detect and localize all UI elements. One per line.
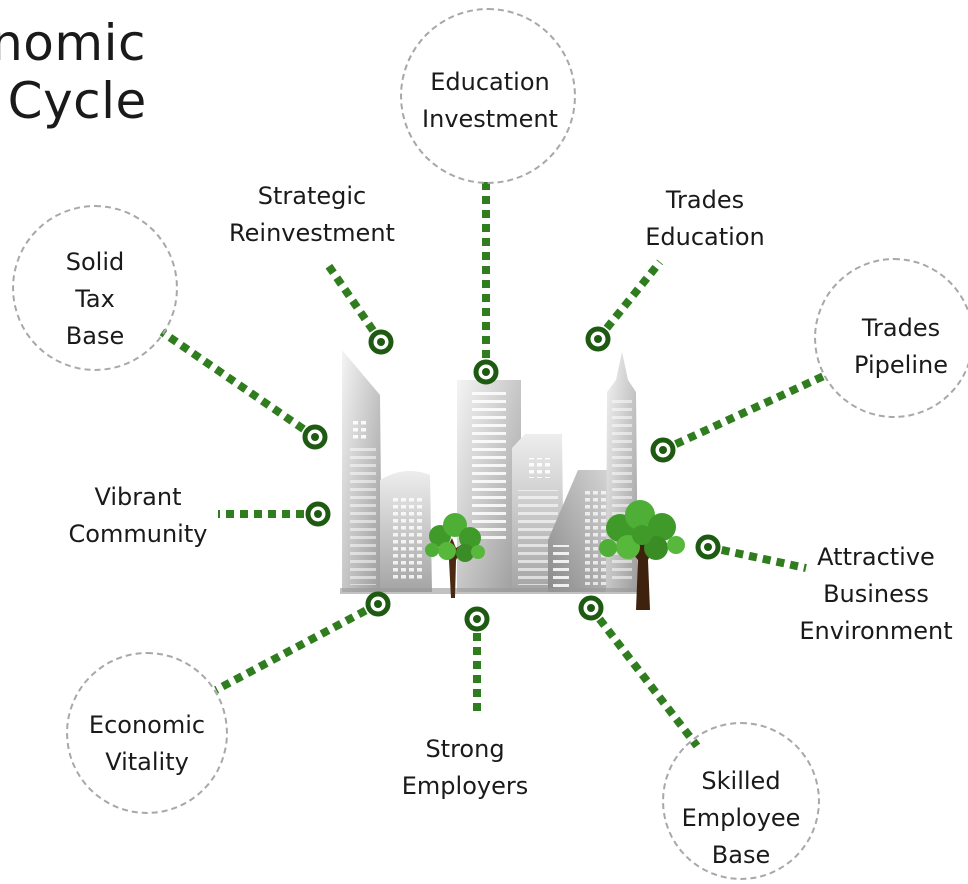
bubble-economic-vitality: [66, 652, 228, 814]
connector-skilled-employee-base: [587, 605, 701, 749]
node-line: Economic: [88, 711, 206, 739]
node-line: Community: [68, 520, 208, 548]
connector-solid-tax-base: [159, 328, 318, 441]
connector-dot-vibrant-community: [314, 510, 322, 518]
bubble-skilled-employee-base: [662, 722, 820, 880]
connector-dot-economic-vitality: [374, 600, 382, 608]
connector-dot-trades-pipeline: [659, 446, 667, 454]
node-line: Education: [645, 223, 765, 251]
tree-left: [425, 513, 485, 598]
node-line: Strong: [425, 735, 505, 763]
connector-trades-education: [594, 259, 664, 342]
title-line-1: onomic: [0, 14, 146, 72]
node-economic-vitality: Economic Vitality: [70, 707, 224, 781]
node-strategic-reinvestment: Strategic Reinvestment: [222, 178, 402, 252]
node-line: Base: [65, 322, 125, 350]
node-line: Employee: [681, 804, 801, 832]
connectors: [159, 182, 828, 749]
bubble-education-investment: [400, 8, 576, 184]
buildings: [340, 350, 648, 594]
node-line: Business: [823, 580, 929, 608]
diagram-title: onomic e Cycle: [0, 14, 147, 130]
bubble-trades-pipeline: [814, 258, 968, 418]
connector-dot-strategic-reinvestment: [377, 338, 385, 346]
node-line: Vibrant: [94, 483, 182, 511]
connector-dot-strong-employers: [473, 615, 481, 623]
connector-dot-skilled-employee-base: [587, 604, 595, 612]
node-trades-education: Trades Education: [620, 182, 790, 256]
node-line: Pipeline: [854, 351, 948, 379]
connector-dot-solid-tax-base: [311, 433, 319, 441]
connector-economic-vitality: [214, 600, 380, 694]
node-line: Vitality: [105, 748, 189, 776]
node-attractive-business-environment: Attractive Business Environment: [790, 539, 962, 650]
node-skilled-employee-base: Skilled Employee Base: [666, 763, 816, 874]
connector-trades-pipeline: [661, 371, 828, 454]
node-line: Trades: [665, 186, 745, 214]
bubble-solid-tax-base: [12, 205, 178, 371]
connector-attractive-business-environment: [707, 543, 807, 572]
node-solid-tax-base: Solid Tax Base: [30, 244, 160, 355]
node-line: Reinvestment: [229, 219, 395, 247]
connector-dot-attractive-business-environment: [704, 543, 712, 551]
node-trades-pipeline: Trades Pipeline: [826, 310, 968, 384]
connector-strategic-reinvestment: [322, 259, 385, 345]
node-education-investment: Education Investment: [405, 64, 575, 138]
node-strong-employers: Strong Employers: [385, 731, 545, 805]
node-line: Employers: [401, 772, 529, 800]
connector-dot-education-investment: [482, 368, 490, 376]
node-line: Investment: [422, 105, 558, 133]
tree-right: [599, 500, 685, 610]
node-line: Attractive: [817, 543, 935, 571]
node-line: Strategic: [257, 182, 367, 210]
node-line: Environment: [799, 617, 953, 645]
node-line: Skilled: [701, 767, 781, 795]
connector-dot-trades-education: [594, 335, 602, 343]
title-line-2: e Cycle: [0, 72, 147, 130]
node-line: Solid: [65, 248, 125, 276]
node-line: Trades: [861, 314, 941, 342]
node-line: Tax: [75, 285, 115, 313]
node-line: Base: [711, 841, 771, 869]
node-line: Education: [430, 68, 550, 96]
node-vibrant-community: Vibrant Community: [58, 479, 218, 553]
